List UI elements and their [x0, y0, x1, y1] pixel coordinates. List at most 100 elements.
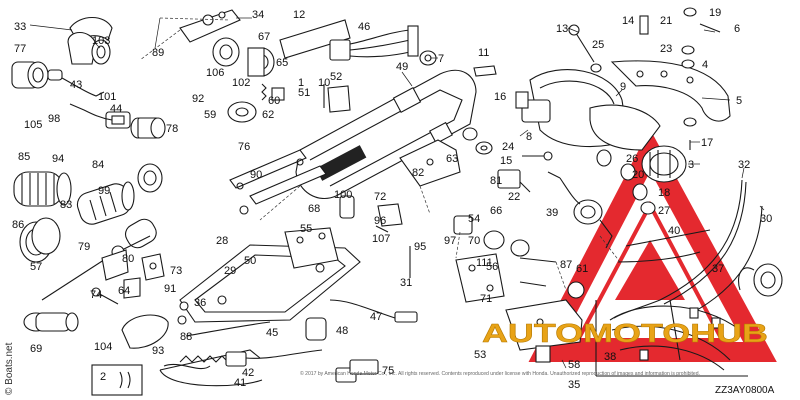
- remote-handle-lever: [67, 16, 113, 65]
- kill-switch-cap: [11, 61, 63, 89]
- part-callout-96: 96: [374, 215, 386, 227]
- washer-20: [620, 163, 636, 181]
- key-switch-39: [547, 171, 613, 249]
- part-callout-105: 105: [24, 119, 42, 131]
- part-callout-98: 98: [48, 113, 60, 125]
- part-callout-23: 23: [660, 43, 672, 55]
- bracket-72: [377, 203, 403, 227]
- part-callout-84: 84: [92, 159, 104, 171]
- part-callout-25: 25: [592, 39, 604, 51]
- washer-18: [632, 183, 648, 201]
- cable-30: [689, 205, 763, 315]
- washer-24: [475, 141, 493, 155]
- part-callout-8: 8: [526, 131, 532, 143]
- part-callout-38: 38: [604, 351, 616, 363]
- part-callout-103: 103: [92, 35, 110, 47]
- switch-42: [225, 349, 323, 367]
- part-callout-28: 28: [216, 235, 228, 247]
- part-callout-107: 107: [372, 233, 390, 245]
- part-callout-101: 101: [98, 91, 116, 103]
- part-callout-1: 1: [298, 77, 304, 89]
- part-callout-46: 46: [358, 21, 370, 33]
- trim-switch-3: [641, 145, 687, 183]
- part-callout-97: 97: [444, 235, 456, 247]
- part-callout-41: 41: [234, 377, 246, 389]
- leader-lines: [29, 17, 765, 369]
- part-callout-92: 92: [192, 93, 204, 105]
- part-callout-13: 13: [556, 23, 568, 35]
- part-callout-60: 60: [268, 95, 280, 107]
- part-callout-74: 74: [90, 289, 102, 301]
- cable-45: [185, 321, 271, 337]
- part-callout-32: 32: [738, 159, 750, 171]
- plate-111: [455, 253, 505, 303]
- part-callout-91: 91: [164, 283, 176, 295]
- diagram-code: ZZ3AY0800A: [715, 385, 775, 396]
- rod-87: [519, 257, 557, 287]
- connector-75: [349, 359, 379, 375]
- cover-104: [121, 314, 169, 349]
- spring-93: [159, 349, 261, 371]
- link-76: [229, 149, 327, 205]
- part-callout-73: 73: [170, 265, 182, 277]
- pin-107: [375, 225, 389, 233]
- part-callout-44: 44: [110, 103, 122, 115]
- part-callout-68: 68: [308, 203, 320, 215]
- part-callout-49: 49: [396, 61, 408, 73]
- part-callout-94: 94: [52, 153, 64, 165]
- cable-40: [617, 229, 711, 263]
- harness-35-box: [595, 299, 748, 377]
- part-callout-59: 59: [204, 109, 216, 121]
- part-callout-58: 58: [568, 359, 580, 371]
- part-callout-77: 77: [14, 43, 26, 55]
- part-callout-2: 2: [100, 371, 106, 383]
- part-callout-33: 33: [14, 21, 26, 33]
- part-callout-30: 30: [760, 213, 772, 225]
- harness-47: [329, 299, 418, 323]
- cap-61: [567, 281, 585, 299]
- part-callout-81: 81: [490, 175, 502, 187]
- gasket-55: [284, 227, 339, 269]
- part-callout-102: 102: [232, 77, 250, 89]
- part-callout-61: 61: [576, 263, 588, 275]
- automotohub-wordmark: AUTOMOTOHUB: [482, 318, 769, 349]
- part-callout-52: 52: [330, 71, 342, 83]
- part-callout-86: 86: [12, 219, 24, 231]
- washer-101: [510, 239, 530, 257]
- clip-2: [91, 364, 143, 396]
- part-callout-47: 47: [370, 311, 382, 323]
- cap-68: [339, 195, 355, 219]
- part-callout-24: 24: [502, 141, 514, 153]
- part-callout-3: 3: [688, 159, 694, 171]
- grip-86: [13, 171, 72, 207]
- spring-65: [261, 83, 267, 101]
- nut-19: [683, 7, 697, 17]
- part-callout-89: 89: [152, 47, 164, 59]
- part-callout-70: 70: [468, 235, 480, 247]
- decal-11: [473, 65, 497, 77]
- screw-6: [699, 23, 721, 33]
- part-callout-27: 27: [658, 205, 670, 217]
- connector-37: [737, 263, 783, 297]
- overlay-watermark-text: AUTOMOTOHUB: [482, 318, 768, 348]
- part-callout-67: 67: [258, 31, 270, 43]
- part-callout-50: 50: [244, 255, 256, 267]
- knob-67: [247, 47, 275, 77]
- part-callout-72: 72: [374, 191, 386, 203]
- part-callout-100: 100: [334, 189, 352, 201]
- part-callout-39: 39: [546, 207, 558, 219]
- bracket-52: [327, 85, 351, 113]
- bracket-73: [141, 253, 165, 281]
- bracket-80: [101, 249, 129, 281]
- part-callout-22: 22: [508, 191, 520, 203]
- bolt-13: [568, 24, 595, 63]
- part-callout-51: 51: [298, 87, 310, 99]
- side-watermark-text: © Boats.net: [4, 342, 15, 395]
- boats-net-side-watermark: © Boats.net: [4, 342, 15, 395]
- part-callout-65: 65: [276, 57, 288, 69]
- part-callout-76: 76: [238, 141, 250, 153]
- part-callout-10: 10: [318, 77, 330, 89]
- part-callout-99: 99: [98, 185, 110, 197]
